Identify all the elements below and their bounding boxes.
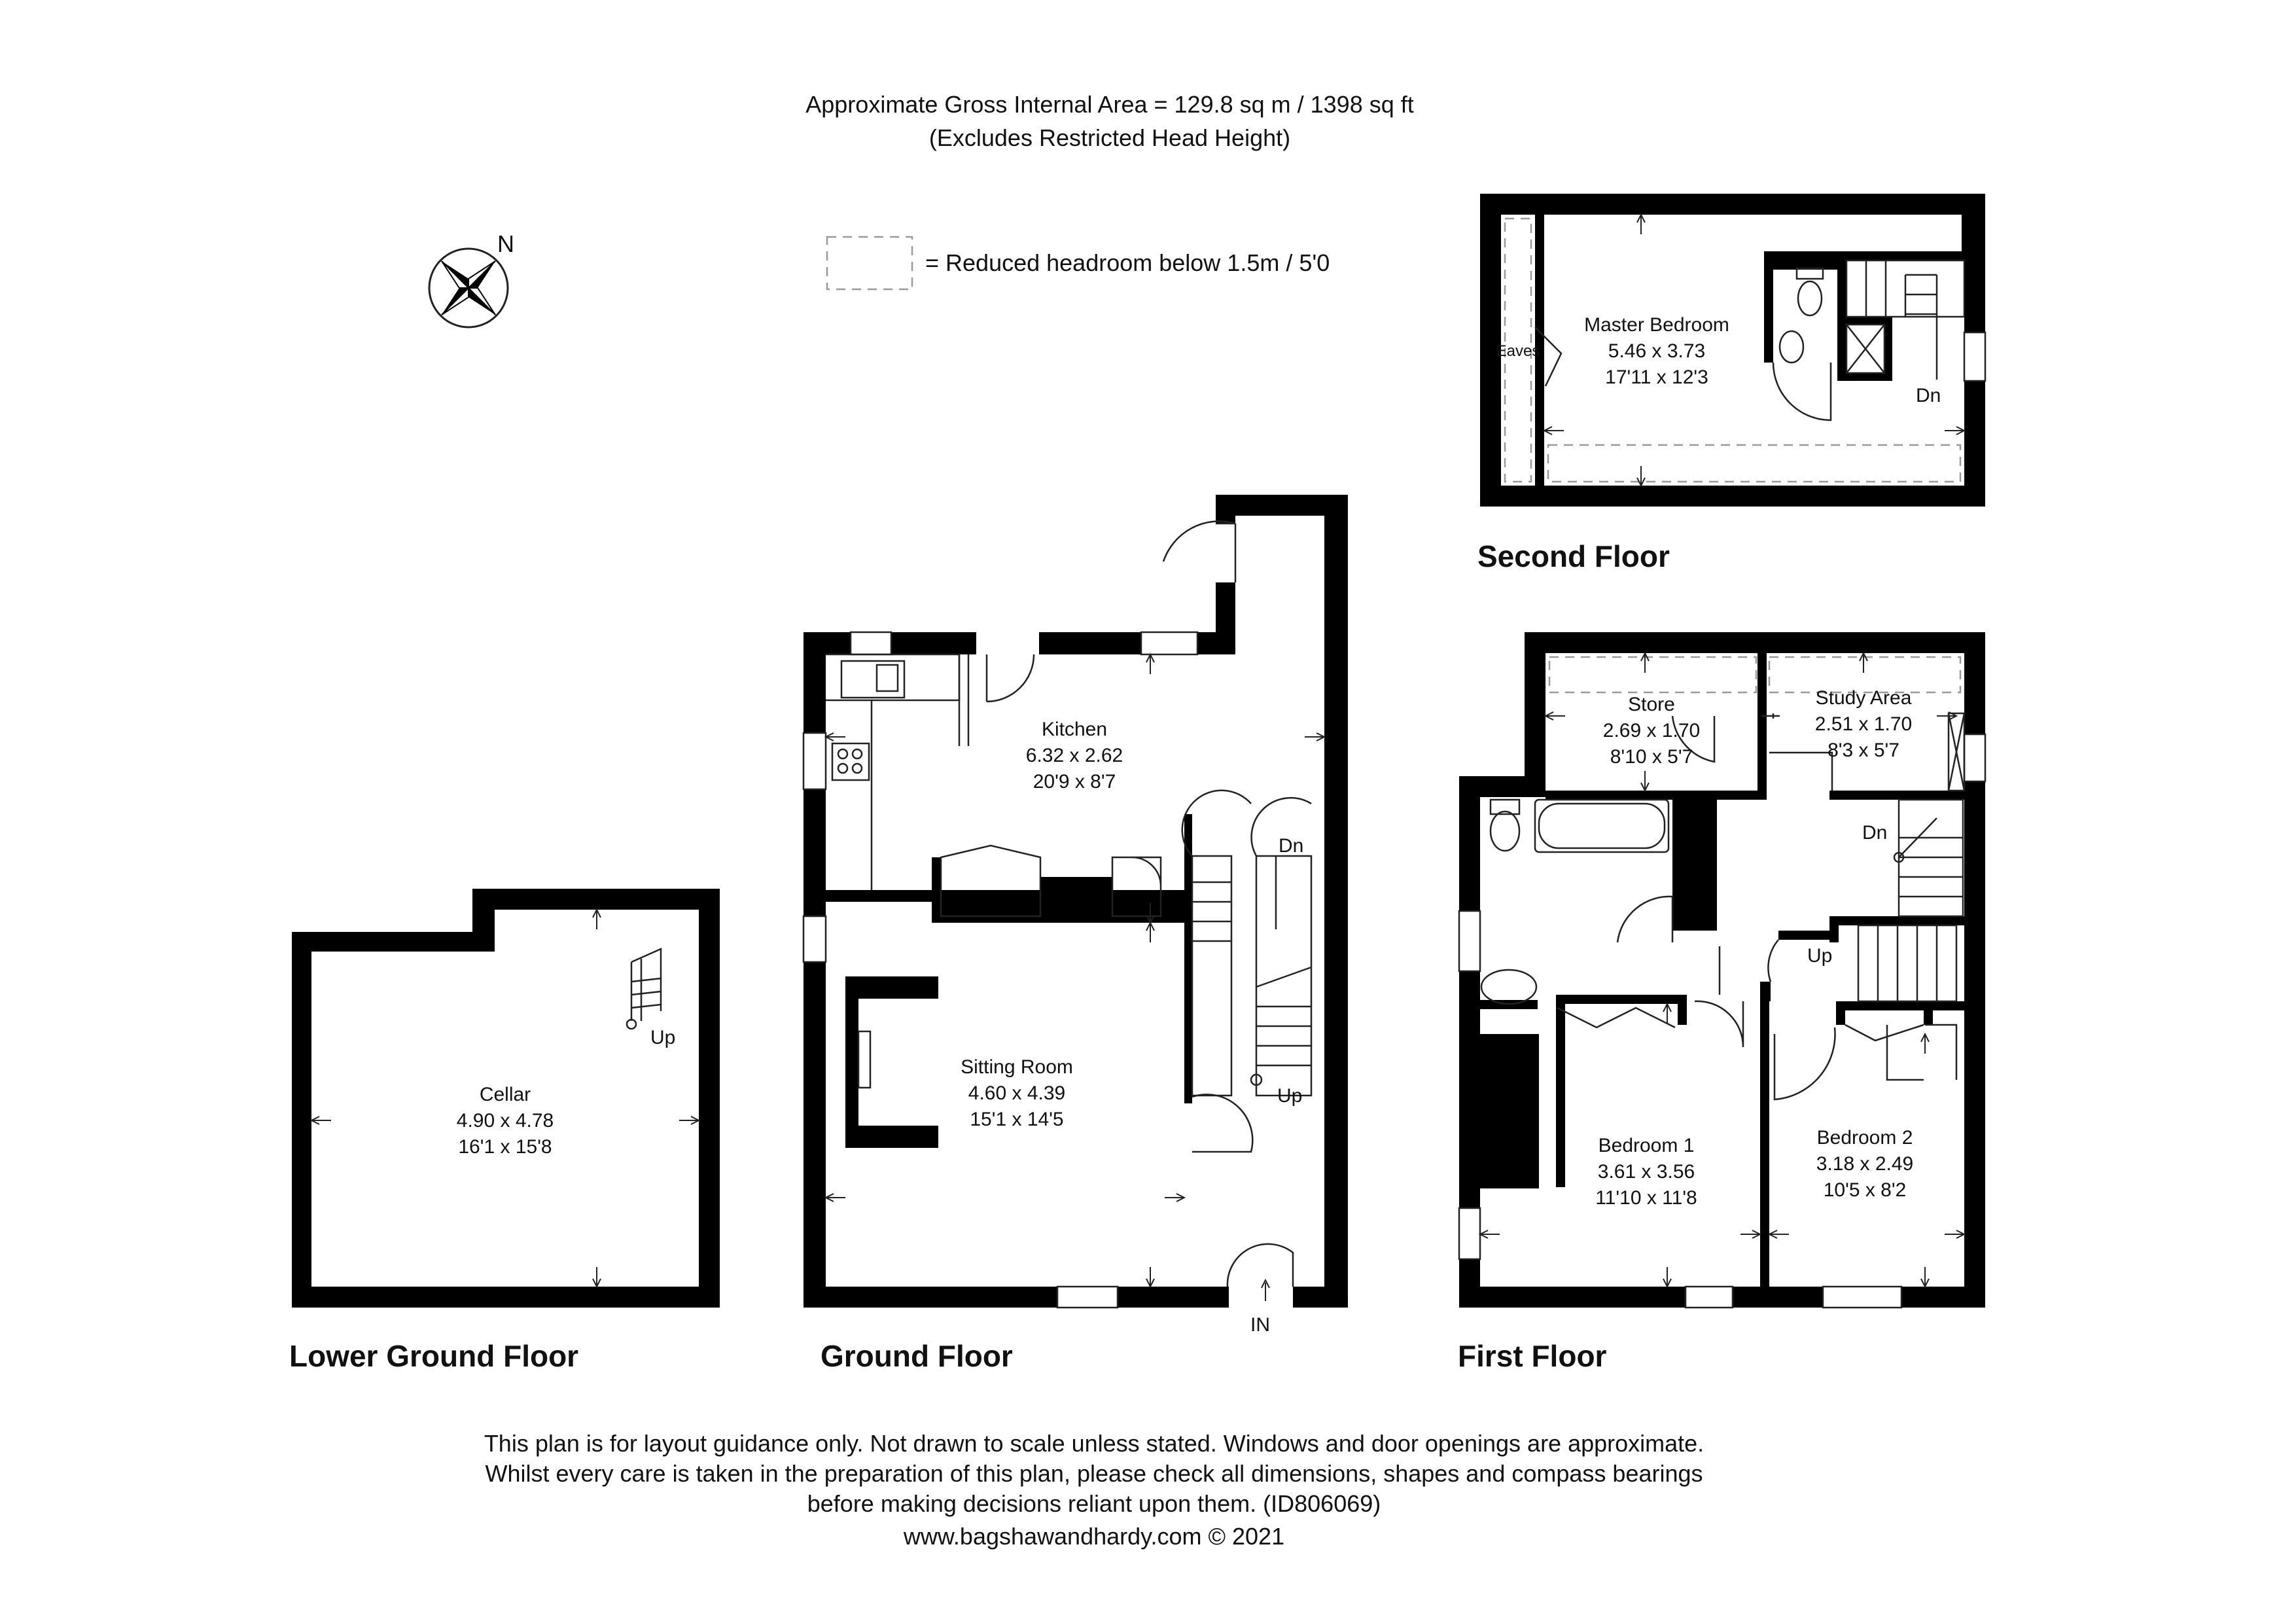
cellar-metric: 4.90 x 4.78 xyxy=(457,1110,554,1132)
master-bedroom-name: Master Bedroom xyxy=(1584,314,1729,336)
cellar-stair xyxy=(626,948,662,1030)
reduced-headroom-legend-swatch xyxy=(826,236,913,291)
compass-rose-icon xyxy=(428,247,509,329)
store-name: Store xyxy=(1628,694,1675,715)
sitting-room-name: Sitting Room xyxy=(961,1056,1073,1078)
disclaimer-line-1: This plan is for layout guidance only. N… xyxy=(484,1430,1704,1457)
bathroom-window xyxy=(1458,910,1481,972)
study-window xyxy=(1963,733,1987,783)
kitchen-units xyxy=(826,520,1237,918)
cellar-stair-up-label: Up xyxy=(650,1027,675,1048)
first-floor-title: First Floor xyxy=(1458,1339,1607,1373)
disclaimer-line-3: before making decisions reliant upon the… xyxy=(807,1490,1381,1517)
cellar-dimension-arrows xyxy=(309,908,701,1289)
ground-floor-stair xyxy=(1181,789,1313,1287)
bedroom2-name: Bedroom 2 xyxy=(1817,1127,1913,1149)
bedroom1-window-side xyxy=(1458,1207,1481,1260)
store-imperial: 8'10 x 5'7 xyxy=(1610,746,1693,768)
first-stair-up-label: Up xyxy=(1807,945,1832,967)
lower-ground-floor-title: Lower Ground Floor xyxy=(289,1339,578,1373)
kitchen-imperial: 20'9 x 8'7 xyxy=(1033,771,1116,793)
sitting-room-metric: 4.60 x 4.39 xyxy=(968,1082,1065,1104)
bedroom2-window-bottom xyxy=(1822,1285,1903,1309)
first-floor-fixtures xyxy=(1480,712,1966,1101)
bedroom1-imperial: 11'10 x 11'8 xyxy=(1595,1187,1697,1209)
kitchen-window-side xyxy=(802,732,827,791)
website-copyright[interactable]: www.bagshawandhardy.com © 2021 xyxy=(903,1523,1284,1550)
second-floor-title: Second Floor xyxy=(1477,539,1670,573)
sitting-room-imperial: 15'1 x 14'5 xyxy=(970,1109,1063,1130)
study-area-imperial: 8'3 x 5'7 xyxy=(1828,740,1899,761)
kitchen-name: Kitchen xyxy=(1042,719,1107,740)
reduced-headroom-legend-text: = Reduced headroom below 1.5m / 5'0 xyxy=(925,249,1330,276)
excludes-note: (Excludes Restricted Head Height) xyxy=(929,124,1290,151)
ground-floor-title: Ground Floor xyxy=(821,1339,1013,1373)
second-floor-fixtures xyxy=(1534,259,1966,421)
gross-area-title: Approximate Gross Internal Area = 129.8 … xyxy=(805,91,1414,118)
bedroom2-metric: 3.18 x 2.49 xyxy=(1816,1153,1913,1175)
eaves-label: Eaves xyxy=(1496,342,1540,360)
study-area-name: Study Area xyxy=(1816,687,1912,709)
disclaimer-line-2: Whilst every care is taken in the prepar… xyxy=(486,1460,1703,1487)
master-bottom-reduced-headroom xyxy=(1547,444,1962,483)
bedroom1-name: Bedroom 1 xyxy=(1598,1135,1695,1156)
study-area-metric: 2.51 x 1.70 xyxy=(1815,713,1912,735)
kitchen-metric: 6.32 x 2.62 xyxy=(1026,745,1123,766)
bedroom2-imperial: 10'5 x 8'2 xyxy=(1824,1179,1907,1201)
kitchen-window-right xyxy=(1140,631,1199,656)
first-stair-down-label: Dn xyxy=(1862,822,1887,844)
lower-ground-floor-plan: Up Cellar 4.90 x 4.78 16'1 x 15'8 xyxy=(292,889,720,1308)
ground-stair-down-label: Dn xyxy=(1279,835,1303,857)
ground-floor-plan: Kitchen 6.32 x 2.62 20'9 x 8'7 Sitting R… xyxy=(802,495,1348,1336)
bedroom1-window-bottom xyxy=(1684,1285,1734,1309)
ground-stair-up-label: Up xyxy=(1277,1085,1302,1107)
first-floor-plan: Store 2.69 x 1.70 8'10 x 5'7 Study Area … xyxy=(1458,632,1987,1309)
master-bedroom-imperial: 17'11 x 12'3 xyxy=(1605,366,1708,388)
compass-north-label: N xyxy=(497,230,514,257)
cellar-imperial: 16'1 x 15'8 xyxy=(458,1136,552,1158)
eaves-reduced-headroom xyxy=(1504,217,1532,483)
second-stair-down-label: Dn xyxy=(1916,385,1941,406)
entrance-label: IN xyxy=(1250,1314,1270,1336)
first-floor-dimension-arrows xyxy=(1478,651,1966,1289)
store-metric: 2.69 x 1.70 xyxy=(1603,720,1700,741)
store-reduced-headroom xyxy=(1548,656,1757,694)
second-floor-plan: Master Bedroom 5.46 x 3.73 17'11 x 12'3 … xyxy=(1480,194,1987,507)
ground-floor-dimension-arrows xyxy=(824,652,1326,1301)
second-floor-dimension-arrows xyxy=(1542,213,1966,488)
kitchen-window-left xyxy=(849,631,892,656)
sitting-window-bottom xyxy=(1056,1285,1119,1309)
sitting-window-side xyxy=(802,915,827,963)
second-floor-window xyxy=(1963,331,1987,382)
cellar-name: Cellar xyxy=(480,1084,531,1105)
bedroom1-metric: 3.61 x 3.56 xyxy=(1598,1161,1695,1183)
master-bedroom-metric: 5.46 x 3.73 xyxy=(1608,340,1705,362)
